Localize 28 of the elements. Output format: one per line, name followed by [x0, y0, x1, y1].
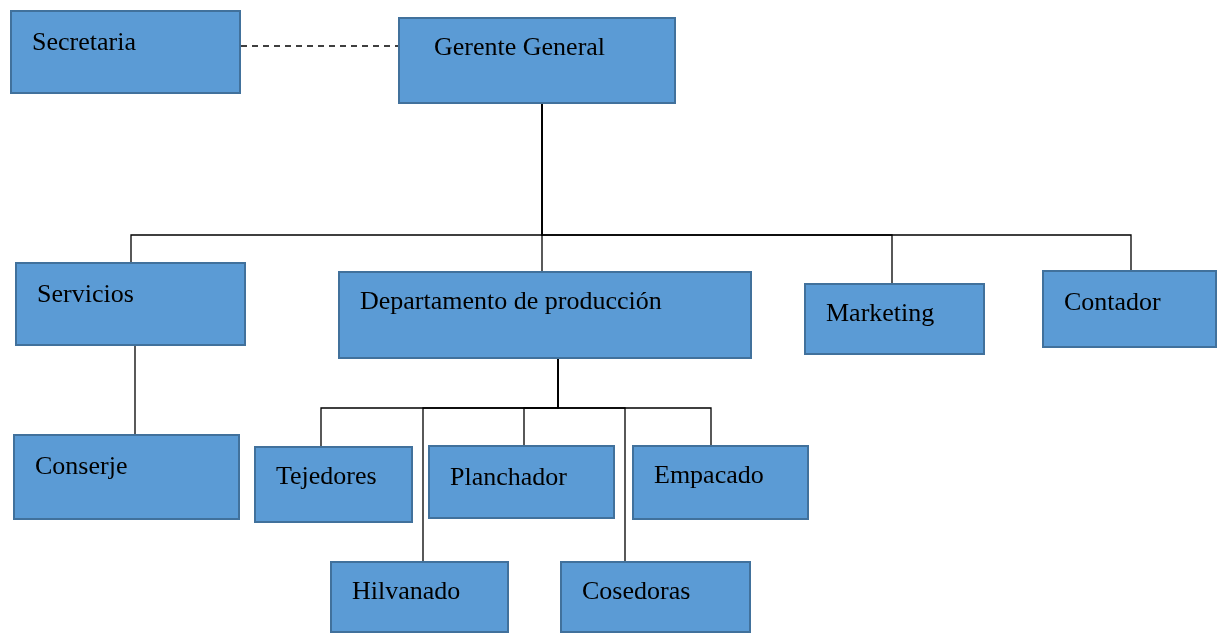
box-label: Empacado	[654, 461, 764, 490]
connector-line	[134, 345, 136, 435]
org-box	[330, 561, 509, 633]
connector-line	[541, 103, 1132, 271]
box-label: Gerente General	[434, 33, 606, 62]
org-box	[10, 10, 241, 94]
box-label: Planchador	[450, 463, 567, 492]
org-box	[338, 271, 752, 359]
dashed-connector	[240, 45, 399, 47]
org-box	[428, 445, 615, 519]
org-box	[254, 446, 413, 523]
org-box	[560, 561, 751, 633]
org-box	[804, 283, 985, 355]
box-label: Departamento de producción	[360, 287, 662, 316]
org-box	[1042, 270, 1217, 348]
box-label: Marketing	[826, 299, 935, 328]
box-label: Contador	[1064, 288, 1161, 317]
box-label: Secretaria	[32, 28, 136, 57]
box-label: Servicios	[37, 280, 134, 309]
box-label: Tejedores	[276, 462, 377, 491]
box-label: Hilvanado	[352, 577, 461, 606]
connector-line	[557, 358, 626, 562]
box-label: Cosedoras	[582, 577, 691, 606]
org-box	[13, 434, 240, 520]
box-label: Conserje	[35, 452, 128, 481]
org-box	[15, 262, 246, 346]
org-box	[632, 445, 809, 520]
org-box	[398, 17, 676, 104]
